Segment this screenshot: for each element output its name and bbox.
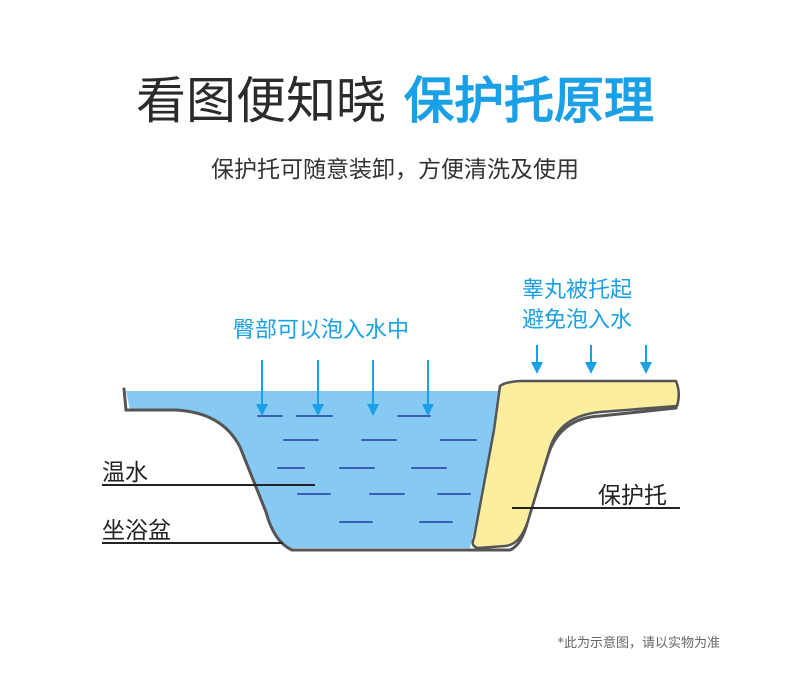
lift-label-line1: 睾丸被托起 bbox=[522, 278, 633, 303]
page-title: 看图便知晓保护托原理 bbox=[0, 70, 790, 132]
title-accent: 保护托原理 bbox=[404, 72, 654, 130]
water-body bbox=[126, 391, 505, 548]
title-plain: 看图便知晓 bbox=[136, 72, 386, 130]
protector-tray bbox=[471, 379, 680, 550]
warm-water-label: 温水 bbox=[102, 460, 148, 486]
lift-label-line2: 避免泡入水 bbox=[522, 308, 633, 333]
soak-arrows bbox=[256, 360, 434, 416]
basin-label: 坐浴盆 bbox=[102, 518, 171, 544]
page-subtitle: 保护托可随意装卸，方便清洗及使用 bbox=[211, 157, 579, 183]
footnote: *此为示意图，请以实物为准 bbox=[557, 636, 720, 651]
soak-label: 臀部可以泡入水中 bbox=[233, 318, 410, 343]
lift-arrows bbox=[531, 345, 652, 374]
protector-label: 保护托 bbox=[598, 483, 667, 509]
